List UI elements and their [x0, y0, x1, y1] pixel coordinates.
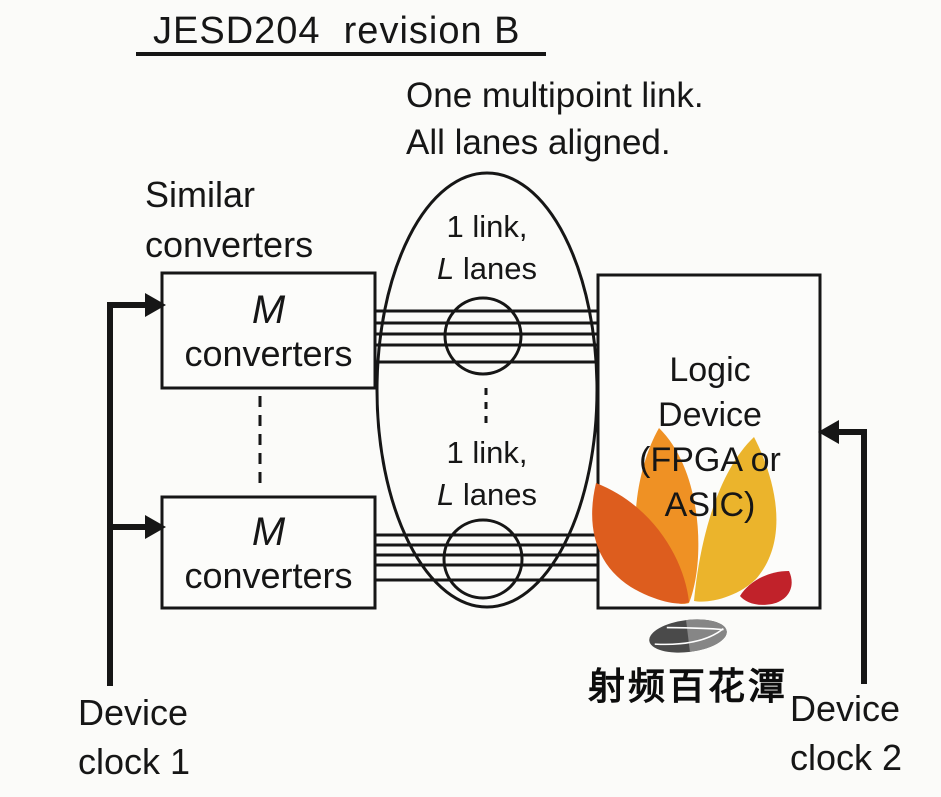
device-clock-2-line1: Device	[790, 688, 901, 729]
multipoint-link-ellipse	[375, 171, 599, 609]
multipoint-note: One multipoint link. All lanes aligned.	[406, 72, 704, 166]
flame-petal-right	[694, 437, 777, 602]
multipoint-note-line1: One multipoint link.	[406, 76, 704, 115]
page-title: JESD204 revision B	[153, 10, 521, 52]
l-symbol: L	[436, 251, 455, 286]
clock2-line	[837, 429, 867, 684]
m-symbol: M	[251, 287, 286, 332]
clock1-line	[107, 302, 147, 686]
leaf-vein	[666, 626, 724, 631]
clock1-arrowhead-top	[145, 293, 166, 317]
clock2-arrowhead	[818, 420, 839, 444]
logic-device-line1: Logic	[669, 351, 751, 389]
lane-lines-top-link	[375, 309, 598, 364]
similar-label-line2: converters	[145, 224, 314, 265]
converters-word: converters	[184, 332, 353, 374]
converters-word: converters	[184, 554, 353, 596]
similar-converters-label: Similar converters	[145, 170, 313, 270]
link-label-bottom-line1: 1 link,	[446, 435, 528, 470]
leaf-vein	[654, 628, 724, 646]
link-circle-top	[443, 296, 523, 376]
logic-device-line3: (FPGA or	[639, 441, 781, 479]
logic-device-line2: Device	[658, 396, 762, 434]
flame-petal-comma	[740, 571, 792, 605]
m-symbol: M	[251, 509, 286, 554]
similar-label-line1: Similar	[145, 174, 256, 215]
title-underline	[136, 52, 546, 56]
clock1-arrowhead-bottom	[145, 515, 166, 539]
logic-device-label: Logic Device (FPGA or ASIC)	[600, 348, 820, 528]
l-symbol: L	[436, 477, 455, 512]
lanes-word: lanes	[462, 477, 538, 512]
link-label-top-line1: 1 link,	[446, 209, 528, 244]
device-clock-1-lines	[107, 293, 166, 686]
converter-box-bottom	[160, 495, 377, 610]
device-clock-1-line2: clock 1	[78, 741, 191, 782]
link-circle-bottom	[442, 518, 524, 600]
multipoint-note-line2: All lanes aligned.	[406, 123, 671, 162]
device-clock-2-label: Device clock 2	[790, 684, 902, 782]
watermark-flame-logo	[592, 428, 792, 605]
device-clock-1-label: Device clock 1	[78, 688, 190, 786]
flame-petal-left	[592, 483, 689, 604]
device-clock-2-lines	[818, 420, 867, 684]
lanes-word: lanes	[462, 251, 538, 286]
device-clock-2-line2: clock 2	[790, 737, 903, 778]
converter-box-bottom-text: M converters	[162, 497, 375, 608]
device-clock-1-line1: Device	[78, 692, 189, 733]
converter-box-top-text: M converters	[162, 273, 375, 388]
converter-box-top	[160, 271, 377, 390]
watermark-leaf-emblem	[649, 619, 727, 653]
logic-device-line4: ASIC)	[664, 486, 756, 524]
lane-lines-bottom-link	[375, 533, 598, 582]
leaf-ellipse-highlight	[686, 619, 727, 652]
watermark-text: 射频百花潭	[588, 666, 788, 707]
